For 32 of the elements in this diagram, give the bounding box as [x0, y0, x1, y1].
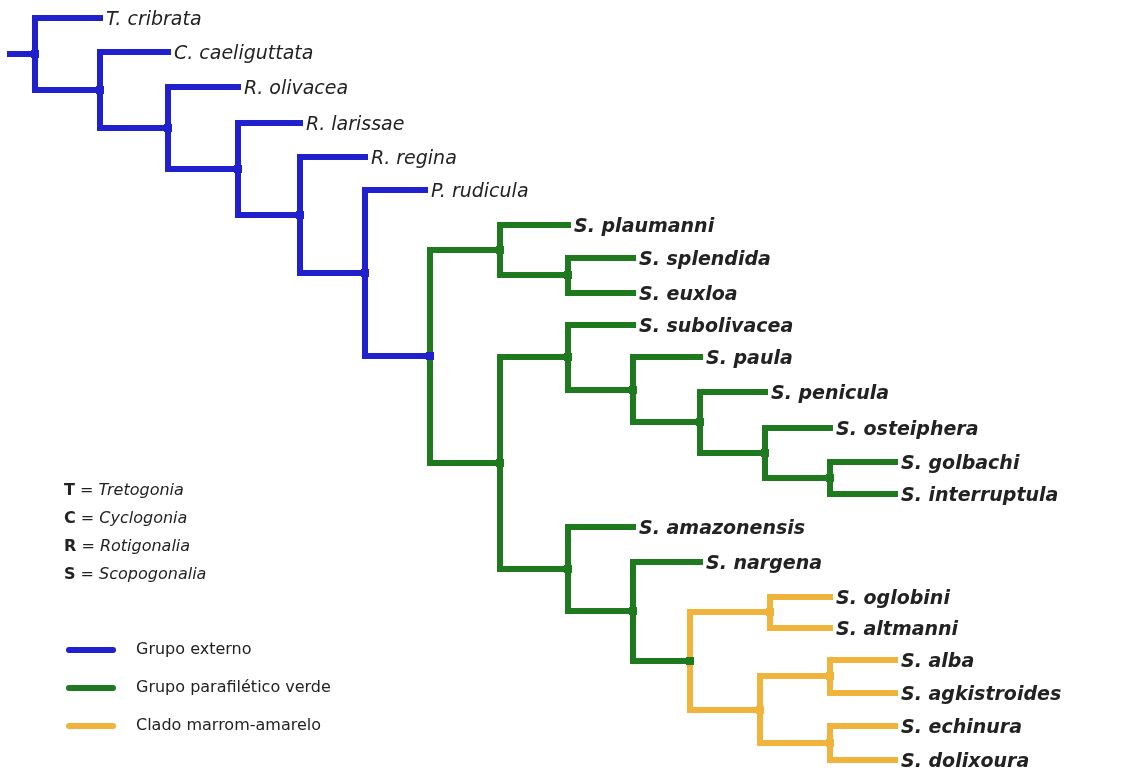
taxon-label: S. agkistroides: [901, 681, 1062, 705]
taxon-label: S. osteiphera: [836, 416, 979, 440]
taxon-label: R. larissae: [306, 111, 405, 135]
taxon-label: S. subolivacea: [639, 313, 794, 337]
taxon-label: S. dolixoura: [901, 748, 1030, 772]
genus-abbreviation: S = Scopogonalia: [64, 564, 207, 584]
genus-abbreviation: C = Cyclogonia: [64, 508, 188, 528]
legend-text: Grupo externo: [136, 639, 252, 659]
genus-abbreviation: R = Rotigonalia: [64, 536, 191, 556]
genus-abbreviation: T = Tretogonia: [64, 480, 184, 500]
taxon-label: S. penicula: [771, 380, 890, 404]
taxon-label: S. euxloa: [639, 281, 738, 305]
taxon-label: S. altmanni: [836, 616, 959, 640]
branch-point: [686, 657, 694, 665]
taxon-label: S. amazonensis: [639, 515, 806, 539]
taxon-label: S. splendida: [639, 246, 771, 270]
taxon-label: S. paula: [706, 345, 793, 369]
taxon-label: S. golbachi: [901, 450, 1020, 474]
taxon-label: R. olivacea: [244, 75, 349, 99]
taxon-label: S. alba: [901, 648, 975, 672]
taxon-label: R. regina: [371, 145, 457, 169]
taxon-label: S. echinura: [901, 714, 1022, 738]
legend-text: Grupo parafilético verde: [136, 677, 331, 697]
taxon-label: C. caeliguttata: [174, 40, 314, 64]
taxon-label: S. oglobini: [836, 585, 950, 609]
taxon-label: T. cribrata: [106, 6, 202, 30]
taxon-label: P. rudicula: [431, 178, 529, 202]
taxon-label: S. nargena: [706, 550, 823, 574]
taxon-label: S. plaumanni: [574, 213, 715, 237]
taxon-label: S. interruptula: [901, 482, 1059, 506]
legend-text: Clado marrom-amarelo: [136, 715, 321, 735]
branch-point: [426, 352, 434, 360]
